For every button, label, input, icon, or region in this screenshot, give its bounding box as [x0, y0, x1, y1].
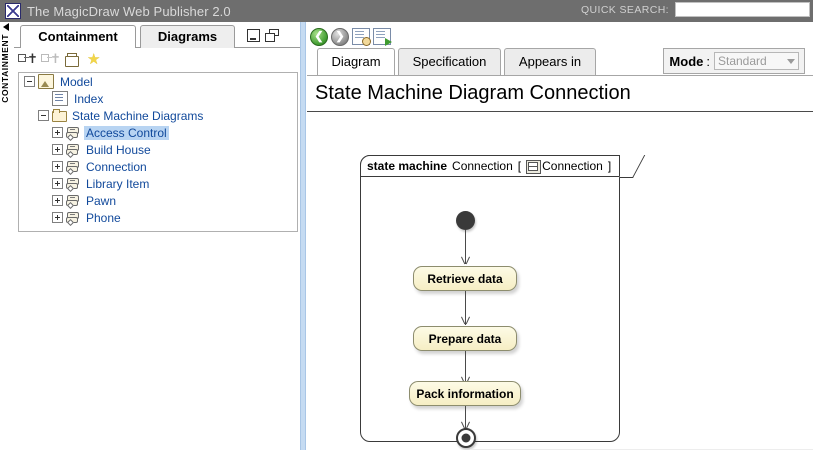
frame-bracket-open: [	[517, 159, 522, 173]
expander-minus-icon[interactable]	[24, 76, 35, 87]
panel-window-buttons	[247, 29, 279, 42]
expand-all-icon: ✝	[41, 52, 61, 68]
minimize-icon[interactable]	[247, 29, 260, 42]
tree-item-library-item[interactable]: Library Item	[19, 175, 297, 193]
find-in-document-icon[interactable]	[352, 27, 371, 46]
right-panel: ❮ ❯ Diagram Specification Appears in Mod…	[307, 22, 813, 450]
transition-edge	[465, 351, 466, 385]
mode-separator: :	[706, 53, 710, 69]
expander-plus-icon[interactable]	[52, 195, 63, 206]
tree-item-label: Pawn	[86, 193, 117, 208]
tree-item-phone[interactable]: Phone	[19, 209, 297, 227]
expander-plus-icon[interactable]	[52, 127, 63, 138]
containment-strip[interactable]: CONTAINMENT	[0, 22, 15, 450]
state-machine-icon	[66, 177, 80, 193]
state-machine-icon	[66, 211, 80, 227]
tree-item-label: Phone	[86, 210, 121, 225]
arrowhead-icon	[461, 317, 470, 324]
diagram-frame-header: state machine Connection [ Connection ]	[360, 155, 646, 178]
cascade-icon[interactable]	[265, 29, 279, 42]
frame-header-notch	[619, 155, 646, 178]
tree-toolbar: ✝ ✝ ★	[14, 48, 300, 72]
tree-item-label: Index	[74, 91, 104, 106]
diagram-frame: state machine Connection [ Connection ] …	[360, 155, 646, 448]
collapse-all-icon[interactable]: ✝	[18, 52, 38, 68]
tab-appears-in[interactable]: Appears in	[504, 48, 596, 75]
tree-item-build-house[interactable]: Build House	[19, 141, 297, 159]
state-machine-icon	[66, 160, 80, 176]
forward-arrow-icon[interactable]: ❯	[331, 27, 349, 46]
tree-item-model[interactable]: Model	[19, 73, 297, 90]
tree-item-pawn[interactable]: Pawn	[19, 192, 297, 210]
tree-item-index[interactable]: Index	[19, 90, 297, 107]
state-machine-icon	[66, 126, 80, 142]
mode-selector-group: Mode : Standard	[663, 48, 805, 74]
title-bar: The MagicDraw Web Publisher 2.0 QUICK SE…	[0, 0, 813, 22]
chevron-down-icon	[787, 58, 795, 64]
tree-item-label: Model	[60, 74, 93, 89]
tree-item-label: Connection	[86, 159, 147, 174]
frame-type-name: Connection	[542, 159, 603, 173]
mode-dropdown-value: Standard	[718, 54, 767, 68]
page-icon	[52, 91, 68, 106]
expander-plus-icon[interactable]	[52, 161, 63, 172]
page-title-area: State Machine Diagram Connection	[307, 82, 813, 112]
expander-plus-icon[interactable]	[52, 178, 63, 189]
expander-minus-icon[interactable]	[38, 110, 49, 121]
left-panel-tabs: Containment Diagrams	[14, 25, 300, 49]
frame-bracket-close: ]	[607, 159, 612, 173]
frame-name: Connection	[452, 159, 513, 173]
state-node-retrieve-data[interactable]: Retrieve data	[413, 266, 517, 291]
transition-edge	[465, 291, 466, 325]
content-tab-divider	[307, 75, 813, 76]
model-icon	[38, 74, 54, 89]
tree-item-label: Access Control	[84, 125, 169, 140]
tab-containment[interactable]: Containment	[20, 25, 136, 48]
window-title: The MagicDraw Web Publisher 2.0	[27, 3, 231, 19]
navigation-toolbar: ❮ ❯	[310, 25, 392, 47]
containment-strip-label: CONTAINMENT	[0, 34, 10, 103]
state-machine-icon	[526, 160, 542, 174]
collapse-left-triangle-icon[interactable]	[3, 23, 9, 31]
state-machine-icon	[66, 143, 80, 159]
tree-item-access-control[interactable]: Access Control	[19, 124, 297, 142]
tree-item-connection[interactable]: Connection	[19, 158, 297, 176]
panel-splitter[interactable]	[300, 22, 306, 450]
tab-diagrams[interactable]: Diagrams	[140, 25, 235, 48]
magicdraw-icon	[5, 3, 21, 19]
containment-tree[interactable]: Model Index State Machine Diagrams Acces…	[18, 72, 298, 232]
transition-edge	[465, 230, 466, 264]
diagram-canvas[interactable]: state machine Connection [ Connection ] …	[307, 130, 813, 450]
quick-search-area: QUICK SEARCH:	[581, 2, 810, 17]
arrowhead-icon	[461, 257, 470, 264]
tree-item-state-machine-diagrams[interactable]: State Machine Diagrams	[19, 107, 297, 124]
mode-dropdown[interactable]: Standard	[714, 52, 799, 70]
transition-edge	[465, 406, 466, 430]
initial-state-node[interactable]	[456, 211, 475, 230]
state-node-pack-information[interactable]: Pack information	[409, 381, 521, 406]
quick-search-input[interactable]	[675, 2, 810, 17]
expander-plus-icon[interactable]	[52, 144, 63, 155]
tab-diagram[interactable]: Diagram	[317, 48, 395, 75]
tree-item-label: Library Item	[86, 176, 150, 191]
open-folder-icon[interactable]	[64, 52, 81, 68]
tree-item-label: Build House	[86, 142, 151, 157]
expander-plus-icon[interactable]	[52, 212, 63, 223]
frame-keyword: state machine	[367, 159, 448, 173]
state-machine-icon	[66, 194, 80, 210]
back-arrow-icon[interactable]: ❮	[310, 27, 328, 46]
favorite-star-icon[interactable]: ★	[87, 51, 101, 68]
tab-specification[interactable]: Specification	[398, 48, 501, 75]
state-node-prepare-data[interactable]: Prepare data	[413, 326, 517, 351]
quick-search-label: QUICK SEARCH:	[580, 3, 669, 16]
export-document-icon[interactable]	[373, 27, 392, 46]
left-panel: Containment Diagrams ✝ ✝ ★ Model	[14, 22, 300, 450]
folder-icon	[52, 109, 67, 122]
tree-item-label: State Machine Diagrams	[72, 108, 204, 123]
final-state-node[interactable]	[456, 428, 476, 448]
page-title: State Machine Diagram Connection	[315, 82, 631, 104]
mode-label: Mode	[669, 53, 704, 69]
page-title-rule	[307, 111, 813, 112]
